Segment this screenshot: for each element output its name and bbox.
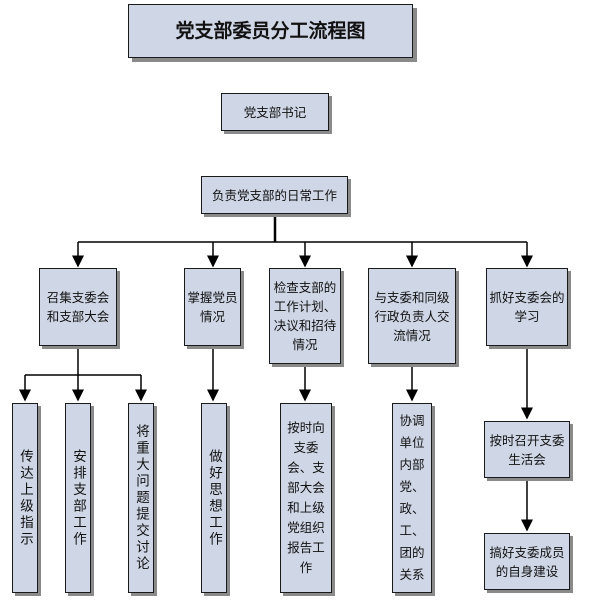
- secretary-label: 党支部书记: [243, 104, 307, 120]
- leaf-label-life-meeting: 按时召开支委生活会: [489, 432, 565, 467]
- branch-label-inspect: 检查支部的工作计划、决议和招待情况: [273, 280, 337, 352]
- daily-work-label: 负责党支部的日常工作: [211, 187, 337, 203]
- leaf-box-discuss: 将重大问题提交讨论: [128, 403, 154, 593]
- leaf-label-ideology: 做好思想工作: [206, 448, 222, 548]
- leaf-label-coordinate: 协调单位内部党、政、工、团的关系: [399, 413, 425, 582]
- branch-label-study: 抓好支委会的学习: [489, 290, 565, 324]
- branch-label-convene: 召集支委会和支部大会: [46, 290, 110, 324]
- secretary-box: 党支部书记: [221, 93, 329, 131]
- diagram-title: 党支部委员分工流程图: [128, 4, 413, 58]
- leaf-label-report: 按时向支委会、支部大会和上级党组织报告工作: [287, 420, 325, 575]
- branch-label-members: 掌握党员情况: [187, 290, 238, 324]
- leaf-box-self-building: 搞好支委成员的自身建设: [484, 533, 570, 590]
- daily-work-box: 负责党支部的日常工作: [201, 176, 348, 214]
- leaf-box-coordinate: 协调单位内部党、政、工、团的关系: [392, 403, 432, 593]
- diagram-title-text: 党支部委员分工流程图: [175, 19, 366, 42]
- branch-box-communicate: 与支委和同级行政负责人交流情况: [368, 268, 456, 364]
- leaf-box-ideology: 做好思想工作: [201, 403, 227, 593]
- branch-box-inspect: 检查支部的工作计划、决议和招待情况: [269, 268, 341, 364]
- leaf-label-convey: 传达上级指示: [17, 448, 33, 548]
- branch-box-members: 掌握党员情况: [184, 268, 241, 346]
- leaf-label-discuss: 将重大问题提交讨论: [133, 423, 149, 573]
- branch-label-communicate: 与支委和同级行政负责人交流情况: [374, 289, 450, 343]
- leaf-label-self-building: 搞好支委成员的自身建设: [489, 544, 565, 579]
- leaf-label-arrange: 安排支部工作: [70, 448, 86, 548]
- leaf-box-arrange: 安排支部工作: [65, 403, 91, 593]
- leaf-box-convey: 传达上级指示: [12, 403, 38, 593]
- branch-box-study: 抓好支委会的学习: [486, 268, 568, 346]
- leaf-box-life-meeting: 按时召开支委生活会: [484, 421, 570, 478]
- leaf-box-report: 按时向支委会、支部大会和上级党组织报告工作: [280, 403, 332, 593]
- branch-box-convene: 召集支委会和支部大会: [39, 268, 117, 346]
